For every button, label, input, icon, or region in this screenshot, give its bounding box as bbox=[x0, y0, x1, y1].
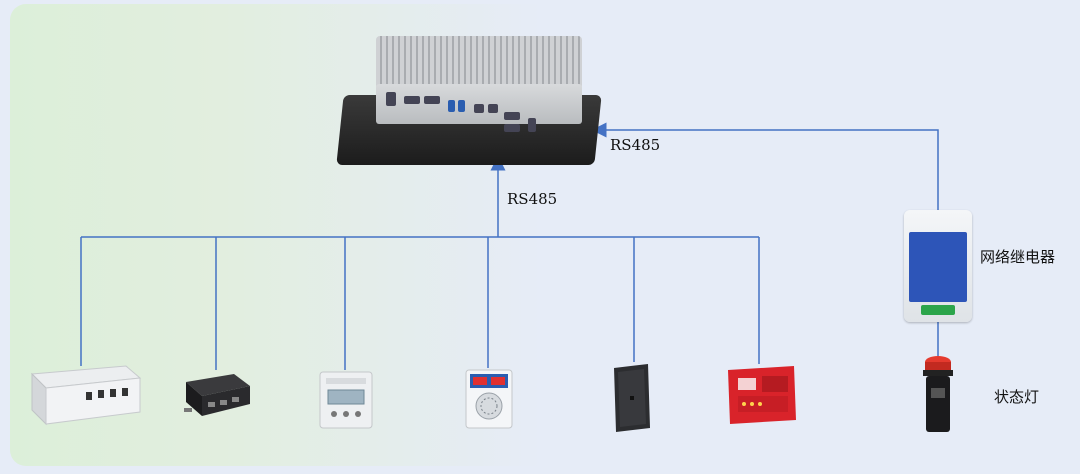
card-reader-icon bbox=[614, 364, 650, 432]
fire-panel-icon bbox=[728, 366, 796, 424]
meter-icon bbox=[319, 371, 373, 429]
status-light-icon bbox=[923, 356, 953, 432]
relay-label: 网络继电器 bbox=[980, 248, 1056, 266]
hub-icon bbox=[184, 374, 250, 416]
rs485-label-center: RS485 bbox=[507, 190, 558, 208]
status-light-label: 状态灯 bbox=[994, 388, 1040, 406]
controller-icon bbox=[465, 369, 513, 429]
power-supply-icon bbox=[30, 365, 142, 426]
relay-to-pc-line bbox=[591, 122, 939, 210]
rs485-label-right: RS485 bbox=[610, 136, 661, 154]
